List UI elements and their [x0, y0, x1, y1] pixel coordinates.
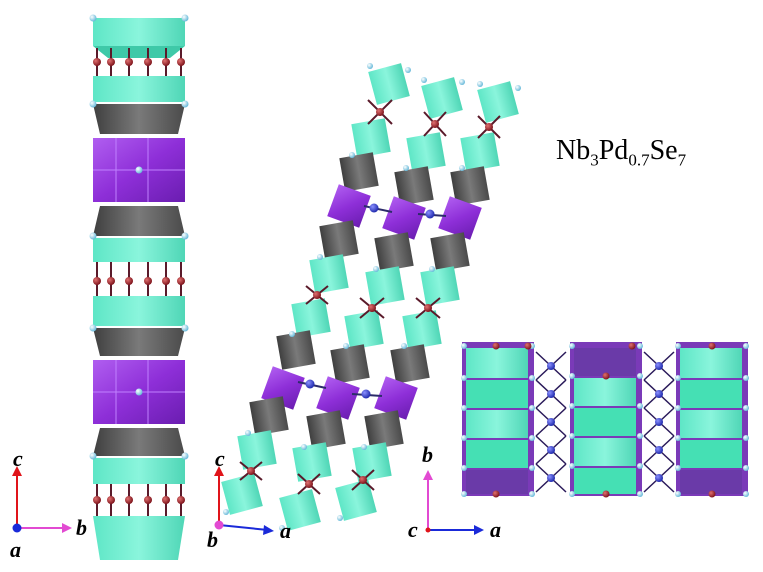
left-structure-panel	[89, 14, 189, 560]
formula-element-se: Se	[649, 135, 678, 166]
right-structure-panel	[461, 342, 749, 498]
axis-label-right-left: b	[76, 515, 87, 540]
formula-element-pd: Pd	[598, 135, 629, 166]
axis-label-origin-left: a	[10, 537, 21, 562]
axis-label-up-left: c	[13, 446, 23, 471]
axis-label-right-right: a	[490, 517, 501, 542]
axis-label-right-middle: a	[280, 518, 291, 543]
middle-structure-panel	[221, 63, 521, 531]
axis-label-origin-right: c	[408, 517, 418, 542]
axis-label-origin-middle: b	[207, 527, 218, 552]
axis-label-up-middle: c	[215, 446, 225, 471]
formula-element-nb: Nb	[556, 135, 591, 166]
axes-right: b a c	[408, 442, 501, 542]
formula-subscript-pd: 0.7	[628, 150, 650, 170]
axis-label-up-right: b	[422, 442, 433, 467]
axes-left: c b a	[10, 446, 87, 562]
formula-subscript-nb: 3	[590, 150, 599, 170]
formula-subscript-se: 7	[677, 150, 687, 170]
axes-middle: c a b	[207, 446, 291, 552]
compound-formula: Nb3Pd0.7Se7	[556, 135, 686, 171]
